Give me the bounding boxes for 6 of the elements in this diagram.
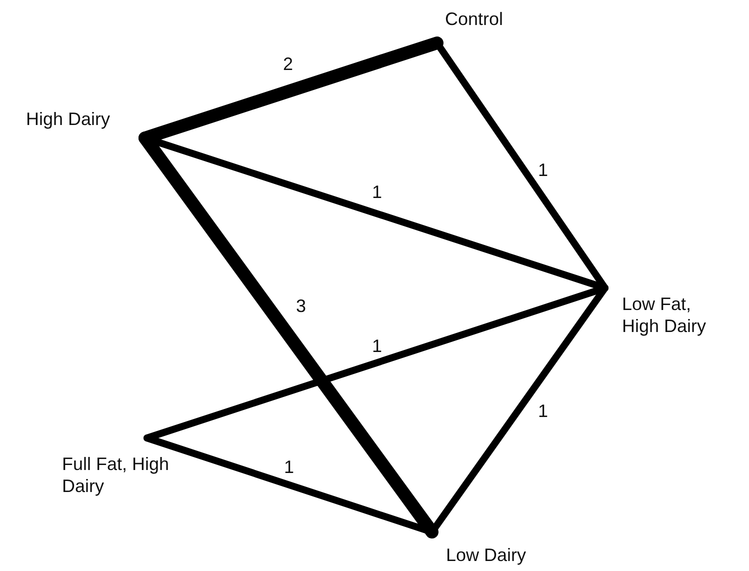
connector-line [138, 132, 438, 538]
node-label: Low Dairy [432, 532, 554, 569]
node-label: Control [437, 8, 527, 43]
node-label: Low Fat, High Dairy [605, 288, 733, 350]
node-label: Full Fat, High Dairy [60, 438, 172, 500]
node-label: High Dairy [26, 108, 145, 138]
